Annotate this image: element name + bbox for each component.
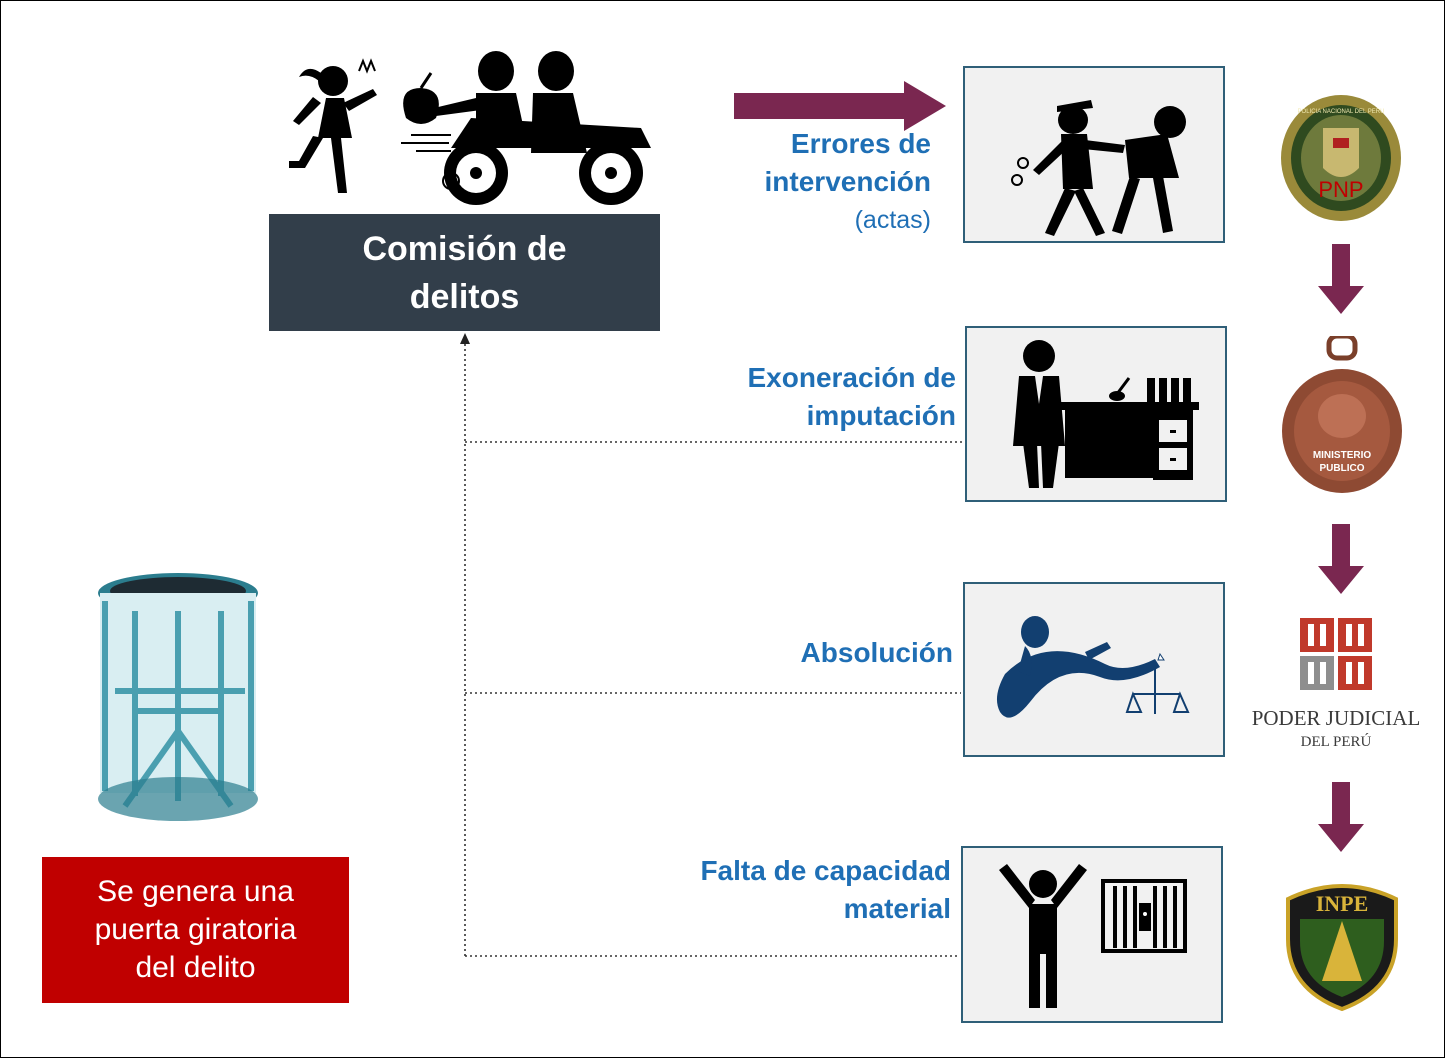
stage1-sub: (actas) — [854, 206, 931, 234]
motion-lines — [401, 134, 451, 152]
stage-label-intervention: Errores de intervención (actas) — [661, 125, 931, 239]
justice-icon — [996, 616, 1190, 718]
crime-commission-box: Comisión de delitos — [269, 214, 660, 331]
inpe-badge-text: INPE — [1316, 891, 1369, 916]
stage1-line1: Errores de — [790, 128, 931, 159]
revolving-door-icon — [98, 573, 258, 821]
scream-lines — [358, 58, 376, 74]
prosecutor-icon — [1013, 340, 1199, 488]
stage-label-material-capacity: Falta de capacidad material — [621, 852, 951, 928]
stage-label-absolution: Absolución — [701, 634, 953, 672]
pnp-ring-text: POLICIA NACIONAL DEL PERU — [1298, 109, 1385, 115]
inpe-badge-icon: INPE — [1286, 884, 1398, 1011]
right-arrow-icon — [734, 81, 946, 131]
police-arrest-icon — [1011, 100, 1186, 236]
door-box-line2: puerta giratoria — [94, 913, 297, 946]
panel-justice — [963, 582, 1225, 757]
pnp-seal-icon: POLICIA NACIONAL DEL PERU PNP — [1281, 95, 1401, 221]
door-box-line3: del delito — [135, 951, 256, 984]
pnp-seal-text: PNP — [1318, 177, 1363, 202]
crime-box-line1: Comisión de — [362, 229, 567, 268]
pj-line2: DEL PERÚ — [1300, 734, 1372, 750]
robbery-illustration — [289, 51, 651, 205]
revolving-door-box: Se genera una puerta giratoria del delit… — [42, 857, 349, 1003]
crime-box-line2: delitos — [409, 277, 520, 316]
down-arrow-icon — [1318, 524, 1364, 594]
ministerio-publico-seal-icon: MINISTERIO PUBLICO — [1282, 336, 1402, 493]
stage1-line2: intervención — [764, 166, 931, 197]
panel-police-arrest — [963, 66, 1225, 243]
down-arrow-icon — [1318, 244, 1364, 314]
stage4-line2: material — [843, 893, 951, 924]
victim-figure — [289, 66, 377, 193]
stage-label-exoneration: Exoneración de imputación — [641, 359, 956, 435]
mp-line1: MINISTERIO — [1313, 450, 1372, 461]
down-arrow-icon — [1318, 782, 1364, 852]
stage2-line2: imputación — [806, 400, 956, 431]
bag-icon — [403, 88, 439, 124]
stage2-line1: Exoneración de — [747, 362, 956, 393]
panel-prison — [961, 846, 1223, 1023]
panel-prosecutor-desk — [965, 326, 1227, 502]
stage4-line1: Falta de capacidad — [700, 855, 951, 886]
door-box-line1: Se genera una — [97, 875, 294, 908]
stage3-line1: Absolución — [800, 637, 953, 668]
pj-line1: PODER JUDICIAL — [1251, 706, 1421, 730]
prisoner-icon — [999, 864, 1187, 1008]
poder-judicial-logo-icon — [1300, 618, 1372, 690]
mp-line2: PUBLICO — [1320, 463, 1365, 474]
